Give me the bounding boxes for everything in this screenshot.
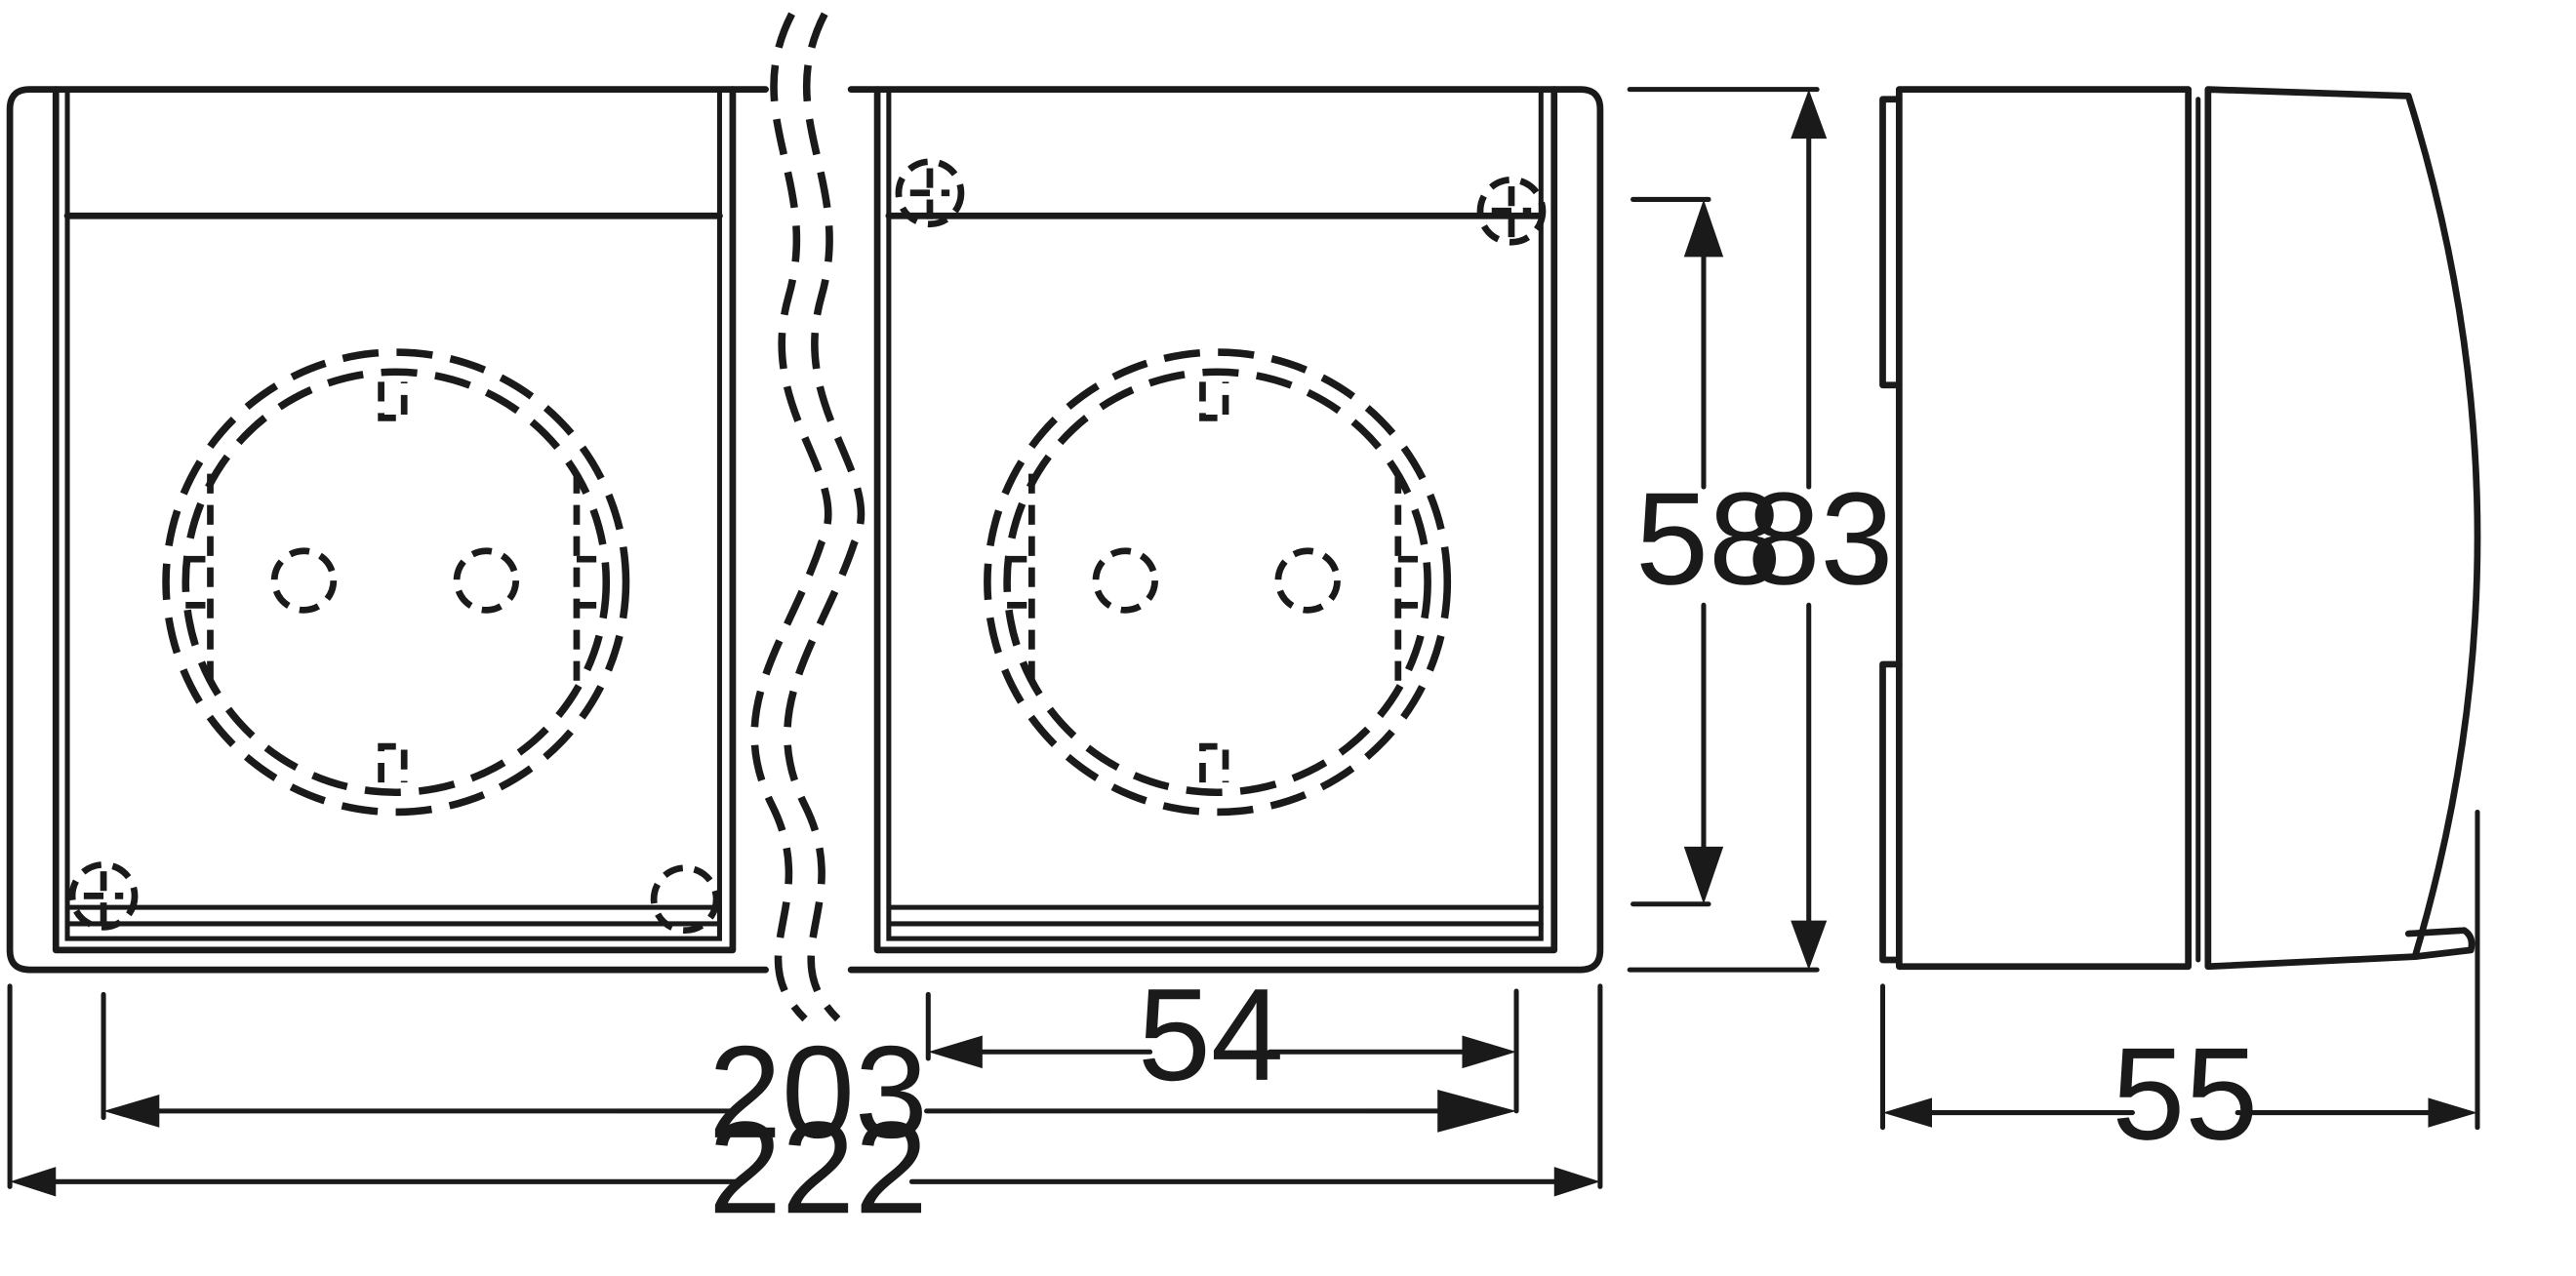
- screw-icon: [68, 860, 139, 931]
- dimension-label-83: 83: [1748, 464, 1894, 612]
- side-view: [1879, 86, 2481, 971]
- break-line: [750, 12, 865, 1022]
- right-socket-module: [847, 86, 1604, 974]
- right-socket-outline: [984, 348, 1452, 817]
- extension-lines: [7, 87, 2480, 1189]
- dimension-label-203: 203: [708, 1018, 928, 1166]
- dimension-203: 203: [103, 1018, 1517, 1166]
- dimension-label-58: 58: [1635, 464, 1782, 612]
- dimension-label-54: 54: [1138, 961, 1284, 1108]
- screw-icon: [650, 864, 720, 935]
- left-socket-module: [6, 86, 769, 974]
- dimension-label-55: 55: [2112, 1020, 2258, 1168]
- left-socket-outline: [162, 348, 630, 817]
- dimension-label-222: 222: [708, 1094, 928, 1241]
- dimension-83: 83: [1748, 89, 1894, 971]
- screw-icon: [1476, 176, 1547, 246]
- dimension-222: 222: [10, 1094, 1600, 1241]
- dimension-55: 55: [1882, 1020, 2477, 1168]
- dimension-58: 58: [1635, 199, 1782, 904]
- screw-icon: [895, 158, 965, 228]
- dimension-54: 54: [928, 961, 1517, 1108]
